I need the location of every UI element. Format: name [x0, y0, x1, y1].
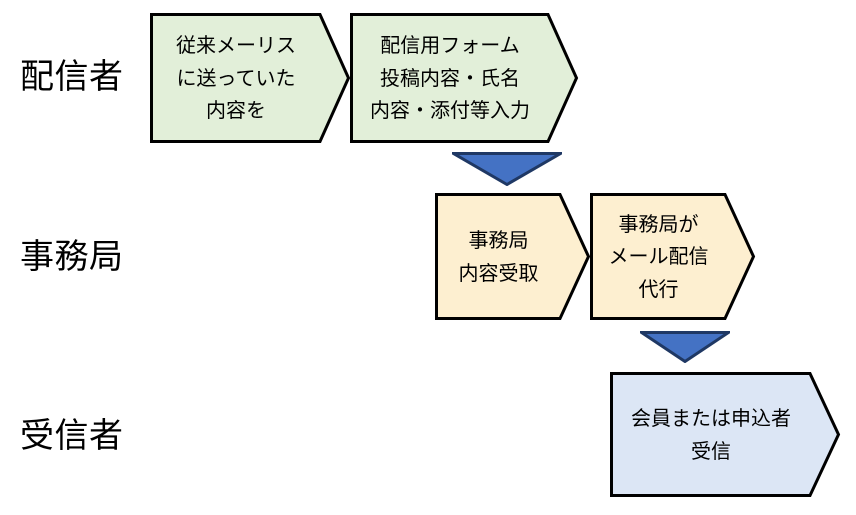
process-step-2[interactable]: 配信用フォーム 投稿内容・氏名 内容・添付等入力	[350, 13, 579, 143]
down-arrow-icon-1	[452, 152, 562, 186]
row-label-haishinsha: 配信者	[20, 57, 124, 97]
row-label-jushinsha: 受信者	[20, 416, 124, 456]
process-step-5[interactable]: 会員または申込者 受信	[610, 372, 841, 497]
chevron-shape	[150, 13, 351, 143]
process-step-3[interactable]: 事務局 内容受取	[435, 193, 591, 320]
chevron-shape	[610, 372, 841, 497]
arrow-shape	[452, 152, 562, 186]
row-label-jimukyoku: 事務局	[20, 237, 124, 277]
arrow-shape	[640, 331, 730, 363]
chevron-shape	[350, 13, 579, 143]
chevron-shape	[590, 193, 756, 320]
chevron-shape	[435, 193, 591, 320]
process-step-4[interactable]: 事務局が メール配信 代行	[590, 193, 756, 320]
down-arrow-icon-2	[640, 331, 730, 363]
process-step-1[interactable]: 従来メーリス に送っていた 内容を	[150, 13, 351, 143]
